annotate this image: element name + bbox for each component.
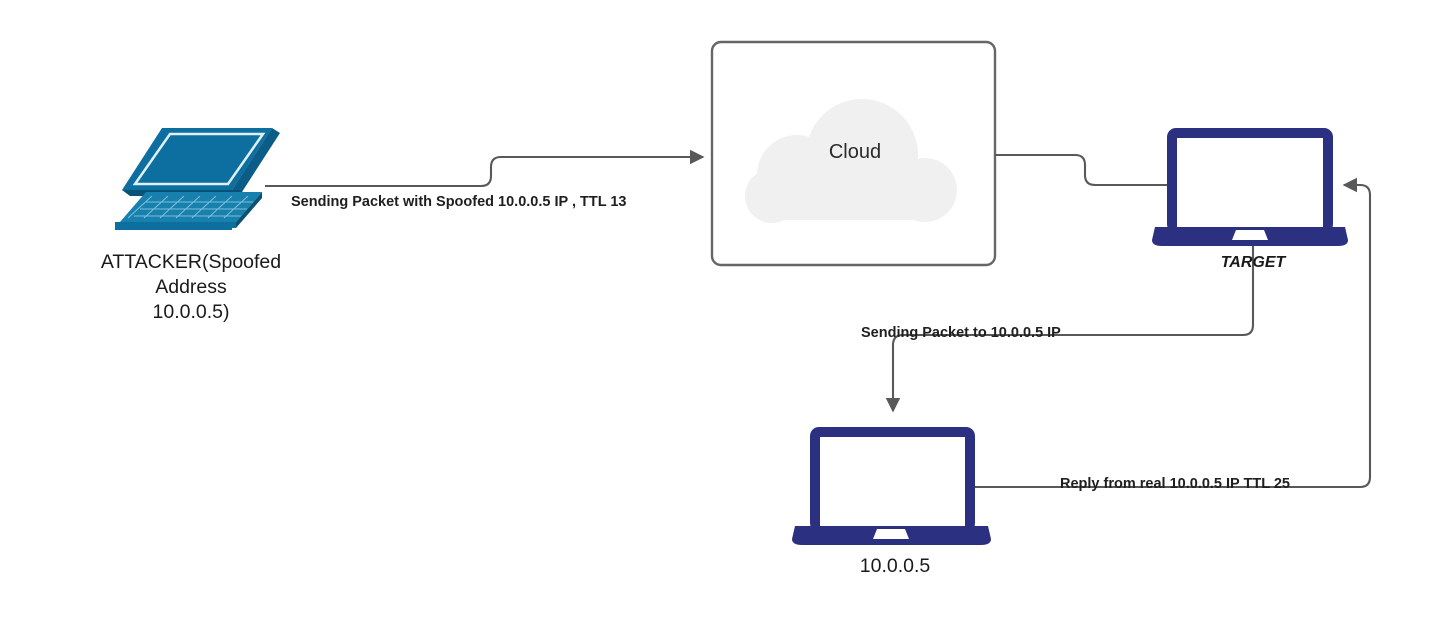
victim-label: 10.0.0.5 <box>859 555 931 577</box>
attacker-label: ATTACKER(Spoofed Address 10.0.0.5) <box>100 251 282 323</box>
edge-label-target-to-victim: Sending Packet to 10.0.0.5 IP <box>861 325 1061 341</box>
edge-label-victim-to-target: Reply from real 10.0.0.5 IP TTL 25 <box>1060 476 1290 492</box>
edge-target-to-victim <box>885 246 1255 413</box>
target-label: TARGET <box>1220 254 1286 271</box>
edge-victim-to-target <box>975 177 1372 489</box>
attacker-laptop-icon <box>115 128 280 230</box>
cloud-icon <box>745 99 957 223</box>
target-laptop-icon <box>1152 128 1348 246</box>
edge-attacker-to-cloud <box>265 149 705 188</box>
victim-laptop-icon <box>792 427 991 545</box>
edge-label-attacker-to-cloud: Sending Packet with Spoofed 10.0.0.5 IP … <box>291 194 627 210</box>
cloud-label: Cloud <box>828 141 882 163</box>
edge-cloud-to-target <box>995 153 1167 187</box>
